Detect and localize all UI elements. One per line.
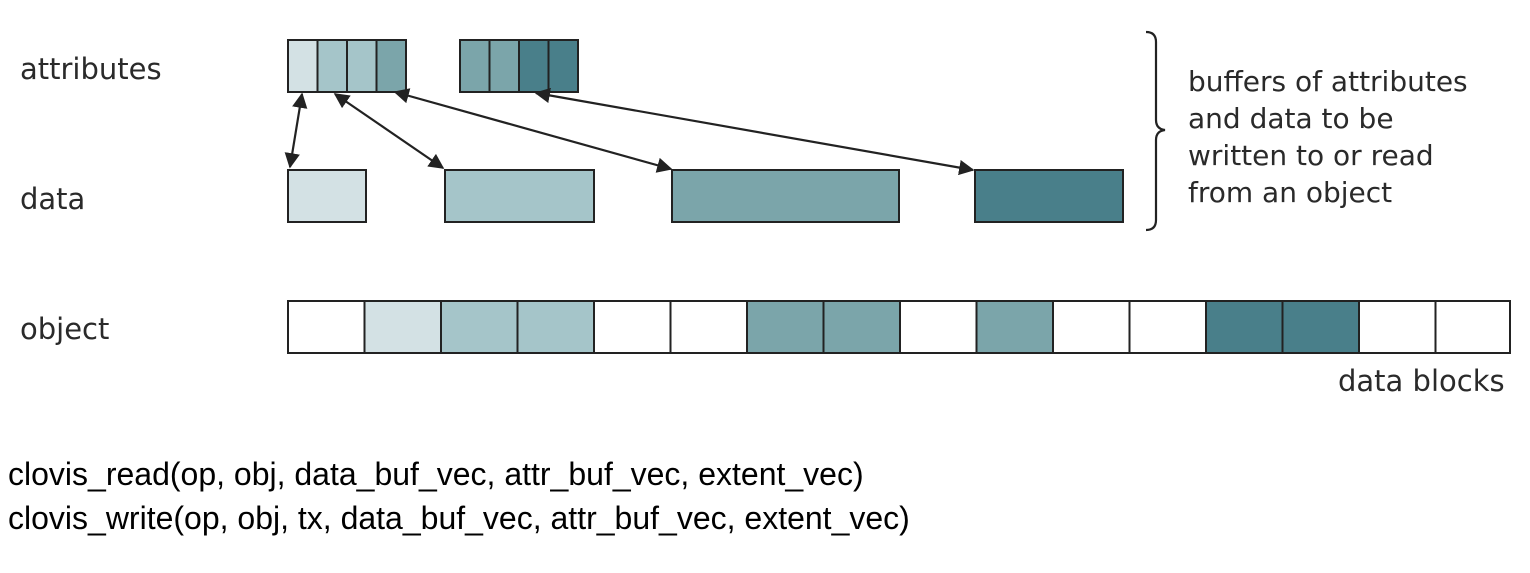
attribute-cell bbox=[547, 39, 579, 93]
object-block bbox=[1281, 300, 1360, 354]
object-block bbox=[593, 300, 672, 354]
buffers-description-line: written to or read bbox=[1188, 139, 1434, 172]
attributes-label: attributes bbox=[20, 52, 162, 86]
attribute-cell bbox=[375, 39, 407, 93]
clovis-write-signature: clovis_write(op, obj, tx, data_buf_vec, … bbox=[8, 500, 910, 536]
attribute-data-arrows bbox=[284, 87, 975, 176]
arrow-attr1-data1 bbox=[284, 92, 308, 169]
object-block bbox=[822, 300, 901, 354]
object-block bbox=[1128, 300, 1207, 354]
object-block bbox=[899, 300, 978, 354]
attribute-cell bbox=[346, 39, 378, 93]
buffers-bracket bbox=[1145, 30, 1166, 232]
attribute-cell bbox=[287, 39, 319, 93]
arrow-attr4-data4 bbox=[534, 87, 975, 176]
arrow-attr3-data3 bbox=[393, 88, 673, 173]
buffers-description-line: from an object bbox=[1188, 176, 1393, 209]
buffers-description-line: and data to be bbox=[1188, 102, 1394, 135]
object-block bbox=[363, 300, 442, 354]
data-buffer-1 bbox=[287, 169, 367, 223]
data-buffers bbox=[287, 169, 1124, 223]
clovis-read-signature: clovis_read(op, obj, data_buf_vec, attr_… bbox=[8, 456, 864, 492]
data-buffer-4 bbox=[974, 169, 1124, 223]
object-block bbox=[287, 300, 366, 354]
object-label: object bbox=[20, 312, 110, 346]
data-blocks-label: data blocks bbox=[1338, 364, 1505, 398]
object-block bbox=[516, 300, 595, 354]
object-block bbox=[1434, 300, 1511, 354]
object-block bbox=[440, 300, 519, 354]
data-buffer-3 bbox=[671, 169, 900, 223]
attribute-cell bbox=[488, 39, 520, 93]
attribute-cell bbox=[316, 39, 348, 93]
attribute-cell bbox=[518, 39, 550, 93]
data-buffer-2 bbox=[444, 169, 595, 223]
arrow-attr2-data2 bbox=[333, 93, 445, 169]
data-label: data bbox=[20, 182, 86, 216]
object-block bbox=[669, 300, 748, 354]
object-block bbox=[1358, 300, 1437, 354]
attribute-buffer-group-2 bbox=[459, 39, 579, 93]
object-data-blocks bbox=[287, 300, 1511, 354]
buffers-description-line: buffers of attributes bbox=[1188, 65, 1468, 98]
attribute-buffer-group-1 bbox=[287, 39, 407, 93]
object-block bbox=[1205, 300, 1284, 354]
object-block bbox=[1052, 300, 1131, 354]
object-block bbox=[975, 300, 1054, 354]
attribute-cell bbox=[459, 39, 491, 93]
buffers-description: buffers of attributes and data to be wri… bbox=[1188, 63, 1468, 211]
object-block bbox=[746, 300, 825, 354]
